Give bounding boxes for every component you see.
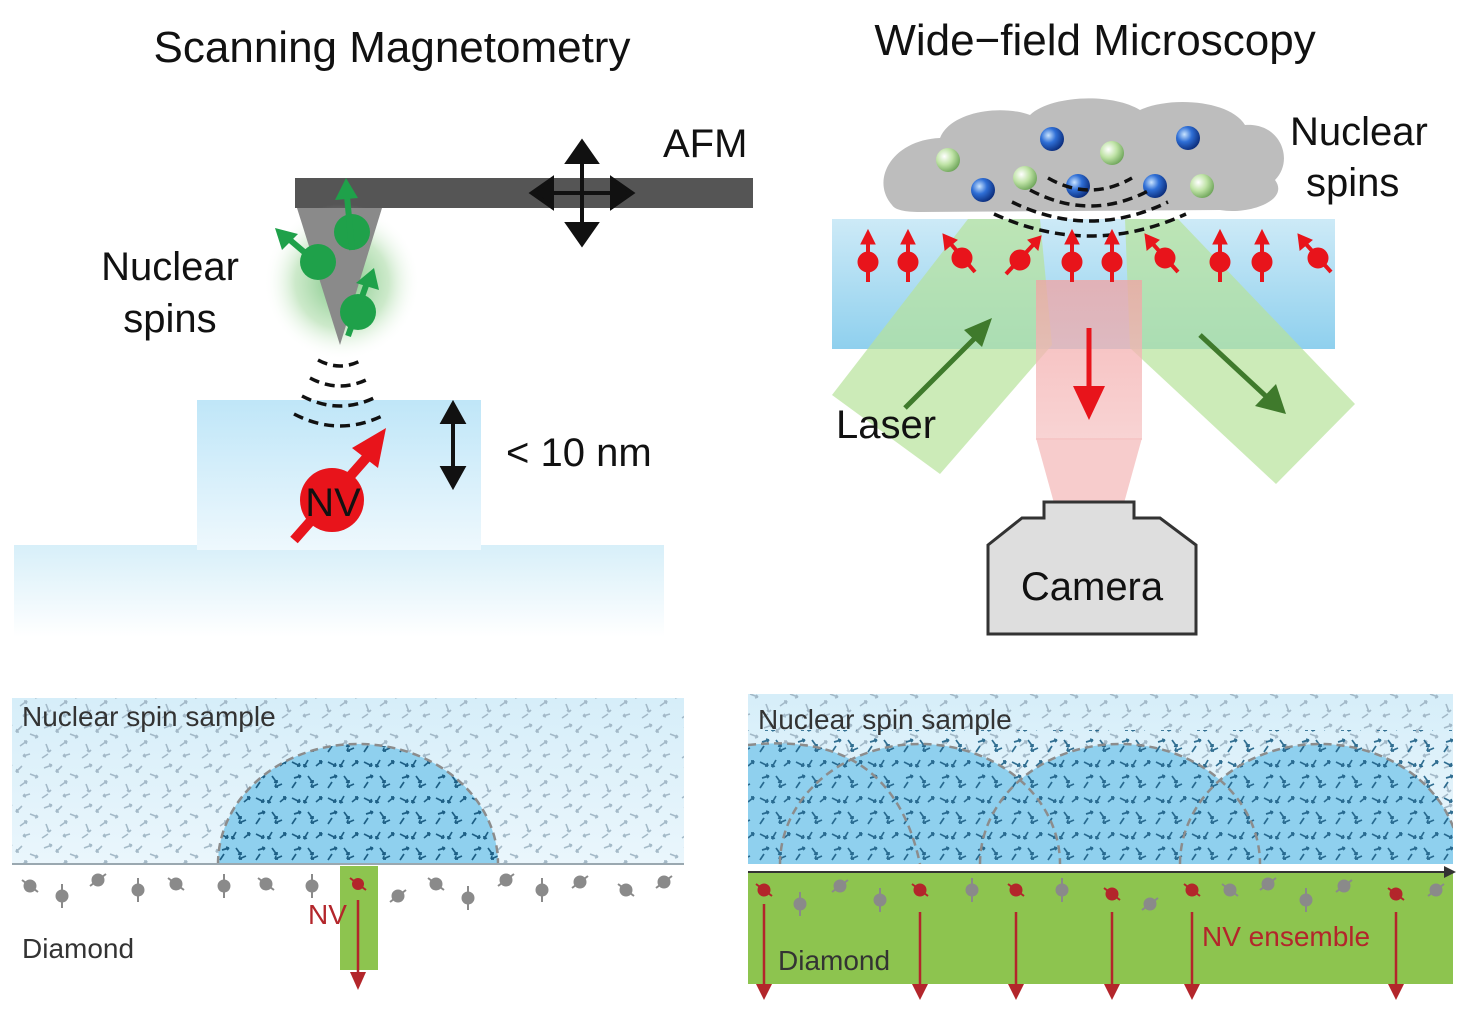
right-title: Wide−field Microscopy: [874, 16, 1315, 65]
br-diamond-label: Diamond: [778, 945, 890, 976]
laser-out-arrow: [1198, 333, 1286, 414]
nuclear-spin-green-1: [334, 178, 370, 251]
nuclear-spins-label-line1: Nuclear: [101, 245, 239, 289]
cloud-nuclei: [936, 126, 1214, 202]
br-nv-spins: [755, 883, 1405, 1000]
fluorescence-arrow: [1073, 328, 1105, 420]
distance-label: < 10 nm: [506, 431, 652, 475]
laser-beam-in: [832, 219, 1052, 474]
bl-dome-outline: [216, 742, 500, 865]
wide-field-microscopy-panel: Wide−field Microscopy: [832, 16, 1428, 636]
nuclear-spin-green-3: [340, 268, 379, 338]
camera-body: [986, 500, 1198, 636]
right-nuclear-spins-line2: spins: [1306, 161, 1399, 205]
laser-beam-out: [1125, 219, 1355, 484]
bottom-left-panel: NV Nuclear spin sample Diamond: [12, 698, 684, 990]
nuclear-spin-green-2: [275, 228, 336, 280]
laser-label: Laser: [836, 403, 936, 447]
distance-arrow: [439, 399, 467, 491]
right-field-arcs: [993, 176, 1187, 238]
bl-nv-label: NV: [308, 899, 347, 930]
br-sensing-domes: [748, 730, 1453, 864]
scanning-magnetometry-panel: Scanning Magnetometry: [14, 23, 753, 637]
afm-cantilever: [295, 178, 753, 208]
br-diamond-gray-spins: [793, 877, 1445, 916]
camera-label: Camera: [1021, 565, 1164, 609]
nv-ensemble-spins: [857, 228, 1333, 282]
bl-nv-spin: [349, 877, 367, 990]
bl-sample-label: Nuclear spin sample: [22, 701, 276, 732]
bottom-right-panel: Nuclear spin sample Diamond NV ensemble: [748, 694, 1456, 1000]
br-surface-axis-head: [1444, 866, 1456, 878]
nv-label: NV: [305, 481, 361, 525]
right-nuclear-spins-line1: Nuclear: [1290, 110, 1428, 154]
nuclear-spins-label-line2: spins: [123, 297, 216, 341]
nv-center: NV: [290, 428, 386, 544]
bl-diamond-spins: [21, 873, 673, 910]
xy-scan-arrows: [528, 138, 636, 248]
left-title: Scanning Magnetometry: [154, 23, 631, 72]
afm-label: AFM: [663, 122, 747, 166]
br-sample-label: Nuclear spin sample: [758, 704, 1012, 735]
laser-in-arrow: [903, 318, 992, 410]
br-nv-ensemble-label: NV ensemble: [1202, 921, 1370, 952]
br-dome-outlines: [748, 742, 1453, 864]
br-diamond-layer: [748, 872, 1453, 984]
bl-diamond-label: Diamond: [22, 933, 134, 964]
field-arcs: [293, 358, 387, 428]
diamond-base: [14, 545, 664, 637]
